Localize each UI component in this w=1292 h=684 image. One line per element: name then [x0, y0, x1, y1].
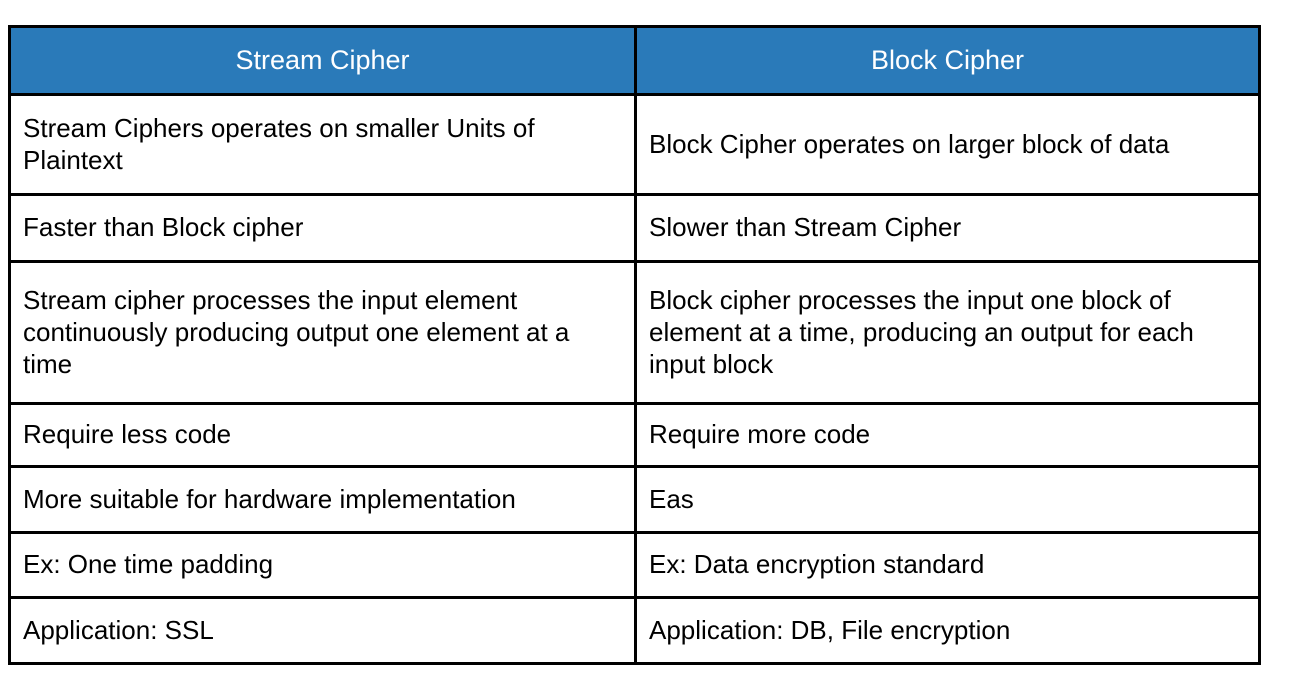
column-header-stream-cipher: Stream Cipher [8, 25, 637, 96]
cell-block-cipher-6: Ex: Data encryption standard [634, 531, 1261, 599]
cell-stream-cipher-1: Stream Ciphers operates on smaller Units… [8, 93, 637, 196]
cell-block-cipher-7: Application: DB, File encryption [634, 596, 1261, 665]
table-row: Require less code Require more code [8, 402, 1261, 468]
header-row: Stream Cipher Block Cipher [8, 25, 1261, 96]
table-row: Stream Ciphers operates on smaller Units… [8, 93, 1261, 196]
cell-block-cipher-3: Block cipher processes the input one blo… [634, 260, 1261, 405]
cell-stream-cipher-4: Require less code [8, 402, 637, 468]
cell-block-cipher-1: Block Cipher operates on larger block of… [634, 93, 1261, 196]
cell-stream-cipher-7: Application: SSL [8, 596, 637, 665]
cell-stream-cipher-6: Ex: One time padding [8, 531, 637, 599]
cell-stream-cipher-2: Faster than Block cipher [8, 193, 637, 263]
cell-stream-cipher-5: More suitable for hardware implementatio… [8, 465, 637, 534]
cell-stream-cipher-3: Stream cipher processes the input elemen… [8, 260, 637, 405]
cell-block-cipher-5: Eas [634, 465, 1261, 534]
table-body: Stream Ciphers operates on smaller Units… [8, 93, 1261, 665]
table-row: Ex: One time padding Ex: Data encryption… [8, 531, 1261, 599]
table-row: Faster than Block cipher Slower than Str… [8, 193, 1261, 263]
column-header-block-cipher: Block Cipher [634, 25, 1261, 96]
table-row: Stream cipher processes the input elemen… [8, 260, 1261, 405]
table-row: Application: SSL Application: DB, File e… [8, 596, 1261, 665]
cipher-comparison-table: Stream Cipher Block Cipher Stream Cipher… [8, 25, 1261, 665]
table-row: More suitable for hardware implementatio… [8, 465, 1261, 534]
table-header: Stream Cipher Block Cipher [8, 25, 1261, 96]
cell-block-cipher-4: Require more code [634, 402, 1261, 468]
cell-block-cipher-2: Slower than Stream Cipher [634, 193, 1261, 263]
